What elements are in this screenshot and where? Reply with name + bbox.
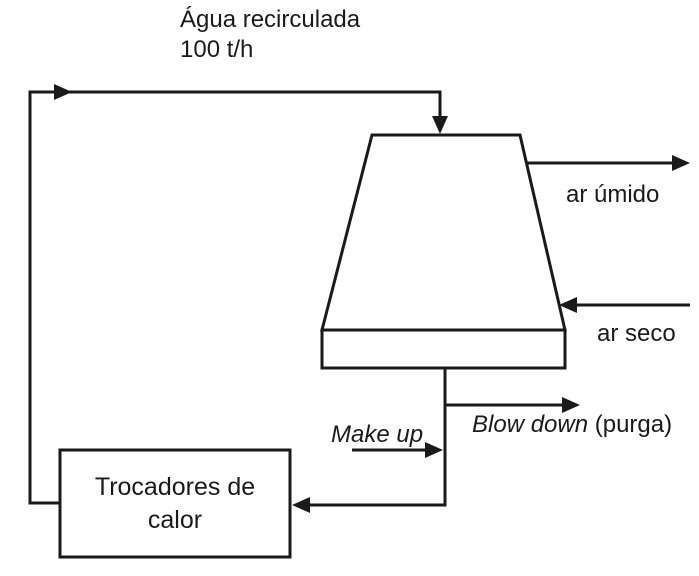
tower-basin bbox=[322, 330, 565, 368]
heat-exchangers-box bbox=[60, 450, 290, 557]
heat-exchangers-label-wrap: Trocadores de calor bbox=[60, 450, 290, 557]
return-pipe bbox=[310, 368, 445, 505]
humid-air-label: ar úmido bbox=[566, 181, 660, 208]
blow-down-label: Blow down (purga) bbox=[472, 411, 672, 440]
tower-inlet-arrow-icon bbox=[432, 116, 448, 134]
dry-air-label: ar seco bbox=[597, 320, 676, 347]
heat-exchanger-inlet-arrow-icon bbox=[292, 497, 310, 513]
blow-down-arrow-icon bbox=[562, 397, 580, 413]
recirculated-water-label: Água recirculada bbox=[180, 6, 361, 33]
dry-air-arrow-icon bbox=[559, 297, 577, 313]
flow-rate-label: 100 t/h bbox=[180, 36, 254, 63]
humid-air-arrow-icon bbox=[672, 155, 690, 171]
blow-down-label-text: Blow down bbox=[472, 411, 589, 438]
recirculation-pipe bbox=[30, 92, 440, 503]
blow-down-label-suffix: (purga) bbox=[588, 411, 673, 438]
heat-exchangers-label: Trocadores de calor bbox=[94, 473, 256, 534]
make-up-arrow-icon bbox=[425, 442, 443, 458]
make-up-label: Make up bbox=[331, 421, 424, 448]
recirculation-flow-arrow-icon bbox=[54, 84, 72, 100]
